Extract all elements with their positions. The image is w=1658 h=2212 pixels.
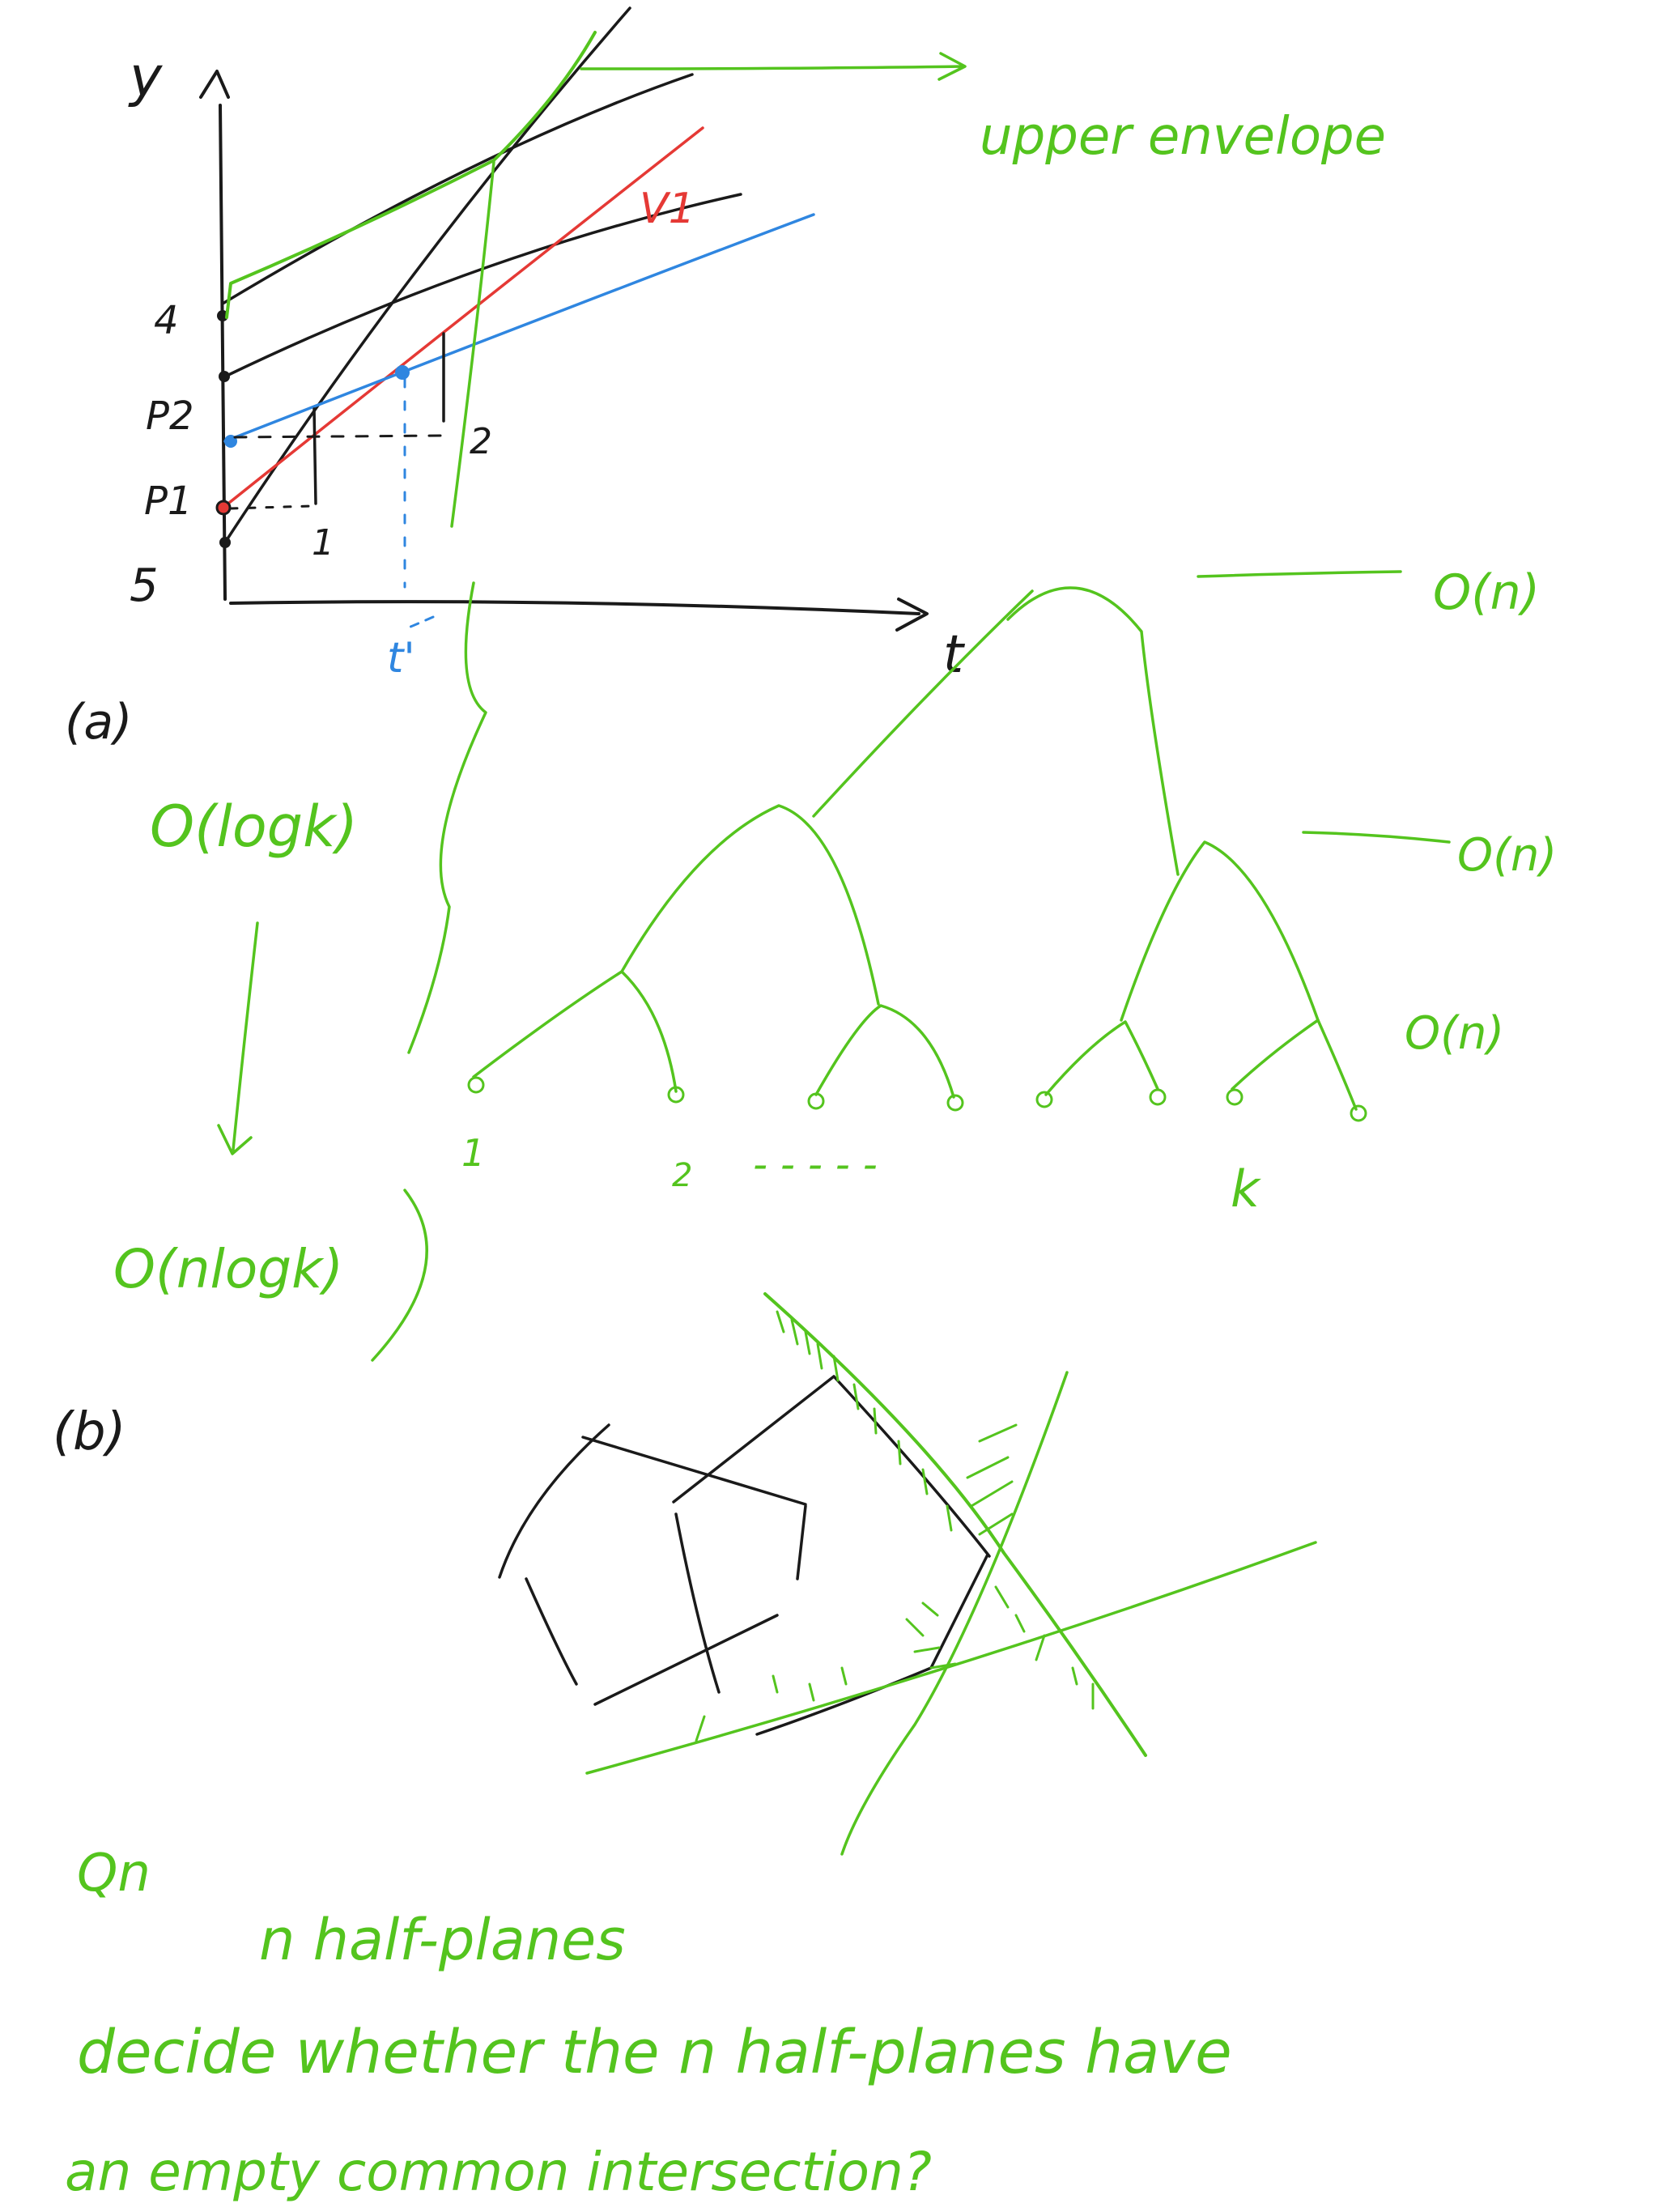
- complexity-log-k: O(logk): [150, 793, 358, 860]
- level-3-complexity: O(n): [1405, 1007, 1504, 1060]
- part-a-label: (a): [65, 694, 133, 751]
- question-line-2: decide whether the n half-planes have: [77, 2018, 1232, 2087]
- y-dot-p1: [215, 500, 232, 516]
- level-2-complexity: O(n): [1457, 829, 1557, 882]
- tree-l2-left: [620, 804, 880, 1006]
- tree-l2-right: [1120, 840, 1320, 1022]
- tree-l3-c: [1044, 1020, 1159, 1096]
- divider-left-bracket: [371, 1189, 428, 1362]
- tree-leaf-1: [467, 1076, 485, 1094]
- complexity-annotation: O(logk) O(nlogk): [113, 581, 487, 1362]
- dashed-p2: [233, 434, 443, 439]
- leaf-label-k: k: [1231, 1159, 1261, 1219]
- y-tick-p1: P1: [144, 479, 192, 524]
- level-1-complexity: O(n): [1433, 564, 1540, 621]
- black-line-mid: [223, 193, 742, 378]
- y-dot-5: [219, 537, 231, 548]
- polygon-left: [498, 1423, 807, 1706]
- complexity-n-log-k: O(nlogk): [113, 1238, 343, 1300]
- y-axis-label: y: [128, 45, 163, 109]
- half-plane-edge-3: [585, 1541, 1317, 1775]
- blue-t-prime-tick: [407, 615, 435, 629]
- divider-curve: [407, 581, 487, 1054]
- tree-root-branch-right: [1006, 586, 1180, 876]
- y-tick-5: 5: [130, 559, 159, 612]
- tree-leaf-2: [667, 1086, 685, 1104]
- black-line-top: [221, 73, 694, 305]
- segment-point-1: [312, 407, 317, 505]
- red-line-v1-label: V1: [640, 185, 695, 233]
- red-line-v1: [223, 126, 704, 508]
- recursion-tree: 1 2 - - - - - k O(n) O(n) O(n): [461, 564, 1557, 1219]
- level-2-line: [1302, 831, 1451, 844]
- part-b-label: (b): [53, 1402, 126, 1462]
- level-1-line: [1197, 570, 1402, 578]
- half-plane-edge-1: [763, 1292, 1147, 1757]
- half-plane-hatching: [695, 1310, 1095, 1742]
- dashed-p1: [229, 504, 313, 510]
- point-2-label: 2: [470, 421, 492, 462]
- tree-leaf-4: [946, 1094, 964, 1112]
- leaf-label-dashes: - - - - -: [753, 1141, 878, 1188]
- y-axis: [219, 104, 227, 601]
- question-prefix: Qn: [77, 1844, 151, 1904]
- question-line-1: n half-planes: [259, 1907, 626, 1973]
- tree-leaf-3: [807, 1092, 825, 1110]
- y-axis-arrow: [199, 70, 230, 99]
- divider-vertical-a: [450, 160, 495, 528]
- tree-leaf-7: [1226, 1088, 1244, 1106]
- blue-intersection-point: [395, 365, 410, 380]
- leaf-label-2: 2: [672, 1157, 692, 1194]
- tree-leaf-5: [1035, 1091, 1053, 1108]
- t-prime-label: t': [387, 634, 415, 683]
- y-tick-p2: P2: [146, 393, 193, 439]
- upper-envelope: [225, 31, 597, 319]
- blue-line: [223, 213, 815, 443]
- t-axis: [229, 600, 920, 615]
- question-line-3: an empty common intersection?: [65, 2141, 932, 2203]
- y-tick-4: 4: [154, 298, 179, 343]
- question-block: Qn n half-planes decide whether the n ha…: [65, 1844, 1232, 2203]
- part-a-diagram: y t 4 P2 P1 5 V1 t' 1 2: [65, 6, 1386, 751]
- part-b-diagram: (b): [53, 1292, 1317, 1856]
- black-line-steep: [223, 6, 631, 544]
- leaf-label-1: 1: [461, 1131, 485, 1175]
- tree-l3-d: [1231, 1019, 1358, 1111]
- tree-l3-a: [472, 970, 678, 1093]
- complexity-arrow: [217, 921, 259, 1155]
- tree-l3-b: [814, 1004, 955, 1099]
- y-dot-mid: [219, 371, 230, 382]
- y-dot-4: [217, 310, 228, 321]
- tree-leaf-8: [1350, 1104, 1367, 1122]
- half-plane-edge-2: [840, 1371, 1069, 1856]
- t-axis-arrow: [895, 598, 929, 632]
- upper-envelope-label: upper envelope: [980, 107, 1386, 167]
- tree-leaf-6: [1149, 1088, 1167, 1106]
- tree-root-branch-left: [812, 589, 1034, 818]
- point-1-label: 1: [312, 522, 334, 564]
- polygon-right: [672, 1375, 991, 1736]
- upper-envelope-arrow: [580, 52, 967, 81]
